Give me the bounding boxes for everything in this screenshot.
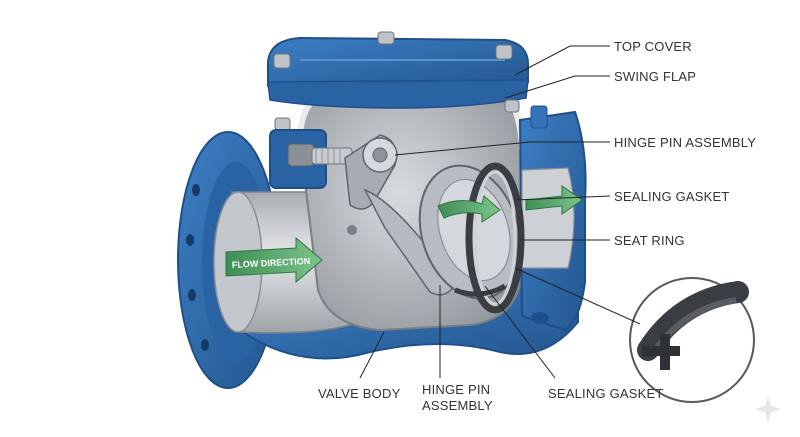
- leader-swing-flap: [504, 75, 610, 99]
- labels: TOP COVER SWING FLAP HINGE PIN ASSEMBLY …: [318, 39, 756, 413]
- label-sealing-gasket-bottom: SEALING GASKET: [548, 386, 664, 401]
- leader-sealing-gasket-bottom: [484, 285, 556, 379]
- label-hinge-pin-line2: ASSEMBLY: [422, 398, 493, 413]
- label-valve-body: VALVE BODY: [318, 386, 401, 401]
- leader-lines: [359, 45, 641, 379]
- top-cover: [267, 31, 529, 131]
- label-top-cover: TOP COVER: [614, 39, 692, 54]
- outlet-section: [518, 105, 587, 332]
- seat-ring: [454, 162, 525, 314]
- hinge-arm: [344, 134, 456, 296]
- label-sealing-gasket: SEALING GASKET: [614, 189, 730, 204]
- sparkle-icon: [755, 396, 781, 422]
- leader-gasket-inset: [514, 267, 641, 325]
- flow-arrow-inner: [437, 195, 501, 223]
- leader-top-cover: [514, 45, 610, 76]
- label-seat-ring: SEAT RING: [614, 233, 685, 248]
- leader-sealing-gasket-right: [514, 195, 611, 201]
- flow-arrow-outlet: [525, 185, 583, 215]
- leader-valve-body: [359, 331, 385, 379]
- label-hinge-pin-line1: HINGE PIN: [422, 382, 490, 397]
- flow-direction-label: FLOW DIRECTION: [232, 256, 311, 270]
- label-hinge-pin-assembly: HINGE PIN ASSEMBLY: [614, 135, 756, 150]
- leader-hinge-pin-right: [394, 141, 610, 156]
- flow-arrow-inlet: FLOW DIRECTION: [225, 236, 323, 284]
- label-swing-flap: SWING FLAP: [614, 69, 696, 84]
- gasket-detail-inset: [629, 277, 755, 403]
- hinge-plug: [269, 129, 353, 189]
